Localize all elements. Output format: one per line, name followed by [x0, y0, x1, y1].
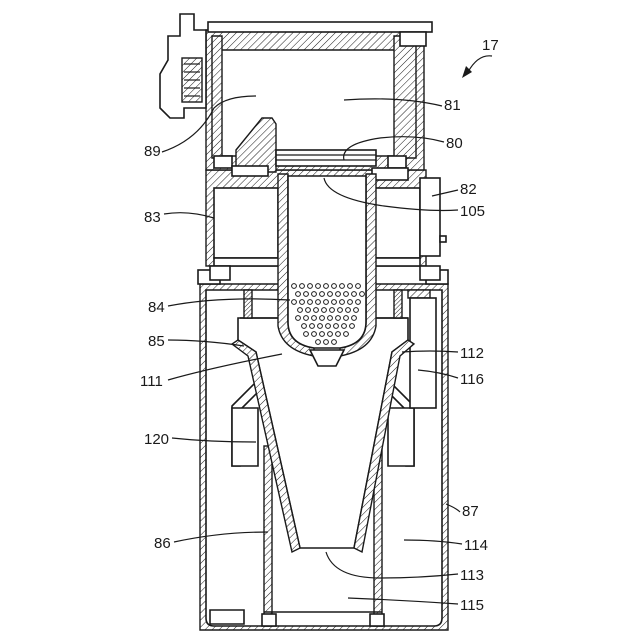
perforation-hole — [320, 292, 325, 297]
perforation-hole — [306, 308, 311, 313]
label-81: 81 — [444, 97, 461, 114]
perforation-hole — [300, 284, 305, 289]
label-80: 80 — [446, 135, 463, 152]
perforation-hole — [356, 284, 361, 289]
label-113: 113 — [460, 567, 484, 584]
filter-plate — [276, 150, 376, 166]
perforation-hole — [340, 284, 345, 289]
perforation-hole — [292, 284, 297, 289]
inner-filter — [278, 174, 376, 366]
perforation-hole — [322, 308, 327, 313]
label-86: 86 — [154, 535, 171, 552]
perforation-hole — [292, 300, 297, 305]
perforation-hole — [352, 316, 357, 321]
perforation-hole — [344, 316, 349, 321]
perforation-hole — [316, 340, 321, 345]
perforation-hole — [340, 300, 345, 305]
perforation-hole — [304, 332, 309, 337]
perforation-hole — [346, 308, 351, 313]
perforation-hole — [304, 292, 309, 297]
perforation-hole — [316, 284, 321, 289]
perforation-hole — [348, 300, 353, 305]
label-116: 116 — [460, 371, 484, 388]
label-82: 82 — [460, 181, 477, 198]
label-112: 112 — [460, 345, 484, 362]
perforation-hole — [328, 292, 333, 297]
perforation-hole — [330, 308, 335, 313]
perforation-hole — [308, 284, 313, 289]
perforation-hole — [332, 340, 337, 345]
perforation-hole — [318, 324, 323, 329]
perforation-hole — [324, 300, 329, 305]
label-17: 17 — [482, 37, 499, 54]
perforation-hole — [310, 324, 315, 329]
perforation-hole — [334, 324, 339, 329]
label-89: 89 — [144, 143, 161, 160]
perforation-hole — [342, 324, 347, 329]
perforation-hole — [328, 316, 333, 321]
perforation-hole — [354, 308, 359, 313]
label-111: 111 — [140, 373, 163, 390]
perforation-hole — [300, 300, 305, 305]
perforation-hole — [312, 292, 317, 297]
label-87: 87 — [462, 503, 479, 520]
perforation-hole — [350, 324, 355, 329]
perforation-hole — [338, 308, 343, 313]
label-115: 115 — [460, 597, 484, 614]
label-84: 84 — [148, 299, 165, 316]
perforation-hole — [352, 292, 357, 297]
perforation-hole — [336, 316, 341, 321]
perforation-hole — [336, 332, 341, 337]
latch-handle[interactable] — [160, 14, 206, 118]
label-120: 120 — [144, 431, 169, 448]
perforation-hole — [304, 316, 309, 321]
perforation-hole — [324, 284, 329, 289]
perforation-hole — [298, 308, 303, 313]
perforation-hole — [308, 300, 313, 305]
label-105: 105 — [460, 203, 485, 220]
perforation-hole — [356, 300, 361, 305]
perforation-hole — [320, 332, 325, 337]
perforation-hole — [344, 292, 349, 297]
perforation-hole — [344, 332, 349, 337]
perforation-hole — [348, 284, 353, 289]
perforation-hole — [332, 300, 337, 305]
perforation-hole — [302, 324, 307, 329]
perforation-hole — [296, 292, 301, 297]
perforation-hole — [320, 316, 325, 321]
perforation-hole — [314, 308, 319, 313]
perforation-hole — [336, 292, 341, 297]
label-83: 83 — [144, 209, 161, 226]
perforation-hole — [312, 316, 317, 321]
label-85: 85 — [148, 333, 165, 350]
perforation-hole — [296, 316, 301, 321]
perforation-hole — [316, 300, 321, 305]
perforation-hole — [312, 332, 317, 337]
perforation-hole — [332, 284, 337, 289]
perforation-hole — [360, 292, 365, 297]
label-114: 114 — [464, 537, 488, 554]
perforation-hole — [326, 324, 331, 329]
perforation-hole — [328, 332, 333, 337]
perforation-hole — [324, 340, 329, 345]
